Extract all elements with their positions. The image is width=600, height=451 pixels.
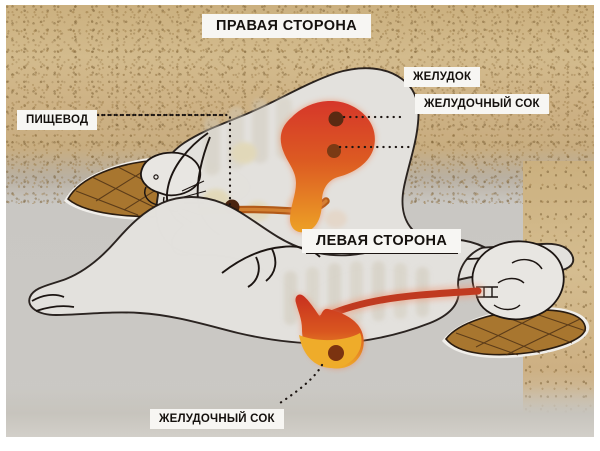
callout-gastric-juice-bottom: ЖЕЛУДОЧНЫЙ СОК	[150, 409, 284, 429]
callout-esophagus: ПИЩЕВОД	[17, 110, 98, 130]
gastric-juice-dot-bottom	[328, 345, 344, 361]
foot-bottom	[31, 294, 75, 312]
leader-lines-bottom	[278, 363, 324, 405]
pillow-bottom	[442, 306, 590, 359]
figure-left-side	[28, 196, 590, 405]
illustration-canvas: ПРАВАЯ СТОРОНА ЛЕВАЯ СТОРОНА ПИЩЕВОД ЖЕЛ…	[6, 5, 594, 437]
background-floor	[6, 385, 594, 437]
leader-gastric-juice-bottom	[278, 363, 324, 405]
frame-top	[0, 0, 600, 5]
panel-title-right-side: ПРАВАЯ СТОРОНА	[202, 14, 372, 38]
frame-bottom	[0, 437, 600, 451]
callout-gastric-juice-top: ЖЕЛУДОЧНЫЙ СОК	[415, 94, 549, 114]
callout-stomach: ЖЕЛУДОК	[404, 67, 481, 87]
anatomy-illustration	[28, 67, 590, 405]
panel-title-left-side: ЛЕВАЯ СТОРОНА	[302, 229, 462, 253]
stomach-top	[280, 101, 375, 233]
head-bottom	[471, 240, 565, 321]
frame-left	[0, 0, 6, 451]
frame-right	[594, 0, 600, 451]
